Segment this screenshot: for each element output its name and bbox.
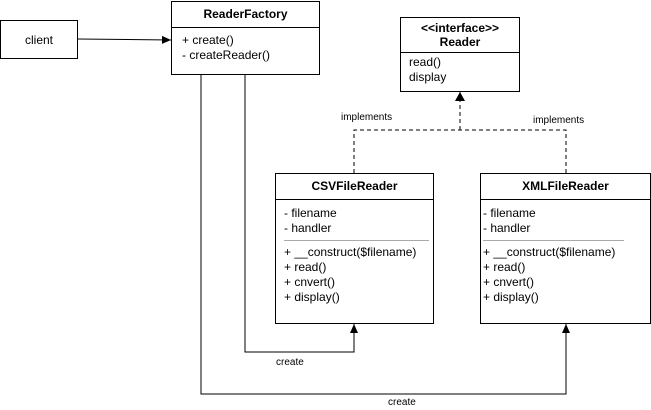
client-to-factory-arrow [77,35,172,44]
csv-file-reader-title: CSVFileReader [311,179,398,193]
csv-attribute: - handler [284,221,332,235]
xml-method: + __construct($filename) [483,245,616,259]
csv-implements-line [353,129,567,173]
create-label-xml: create [388,397,416,408]
xml-method: + read() [483,260,526,274]
csv-attribute: - filename [284,206,337,220]
create-xml-line [200,75,570,395]
client-node: client [0,20,78,59]
client-label: client [24,32,53,47]
xml-file-reader-class: XMLFileReader - filename - handler + __c… [480,173,651,324]
reader-interface-method: display [409,70,447,84]
reader-interface-title: Reader [439,35,481,49]
csv-method: + read() [284,260,327,274]
implements-label-left: implements [341,112,393,123]
xml-method: + cnvert() [483,275,535,289]
xml-file-reader-title: XMLFileReader [522,179,609,193]
csv-method: + display() [284,290,340,304]
csv-method: + cnvert() [284,275,336,289]
reader-interface-class: <<interface>> Reader read() display [400,17,520,92]
xml-attribute: - handler [483,221,531,235]
create-csv-line [244,75,358,353]
csv-method: + __construct($filename) [284,245,417,259]
reader-factory-title: ReaderFactory [203,7,288,21]
csv-divider [284,240,429,241]
csv-file-reader-class: CSVFileReader - filename - handler + __c… [275,173,434,324]
reader-factory-method: + create() [182,33,234,47]
xml-divider [483,240,624,241]
create-label-csv: create [276,357,304,368]
reader-factory-class: ReaderFactory + create() - createReader(… [171,1,320,75]
reader-interface-stereotype: <<interface>> [420,21,500,35]
reader-interface-method: read() [409,55,442,69]
xml-attribute: - filename [483,206,536,220]
reader-factory-method: - createReader() [182,48,271,62]
implements-label-right: implements [533,115,585,126]
xml-method: + display() [483,290,539,304]
